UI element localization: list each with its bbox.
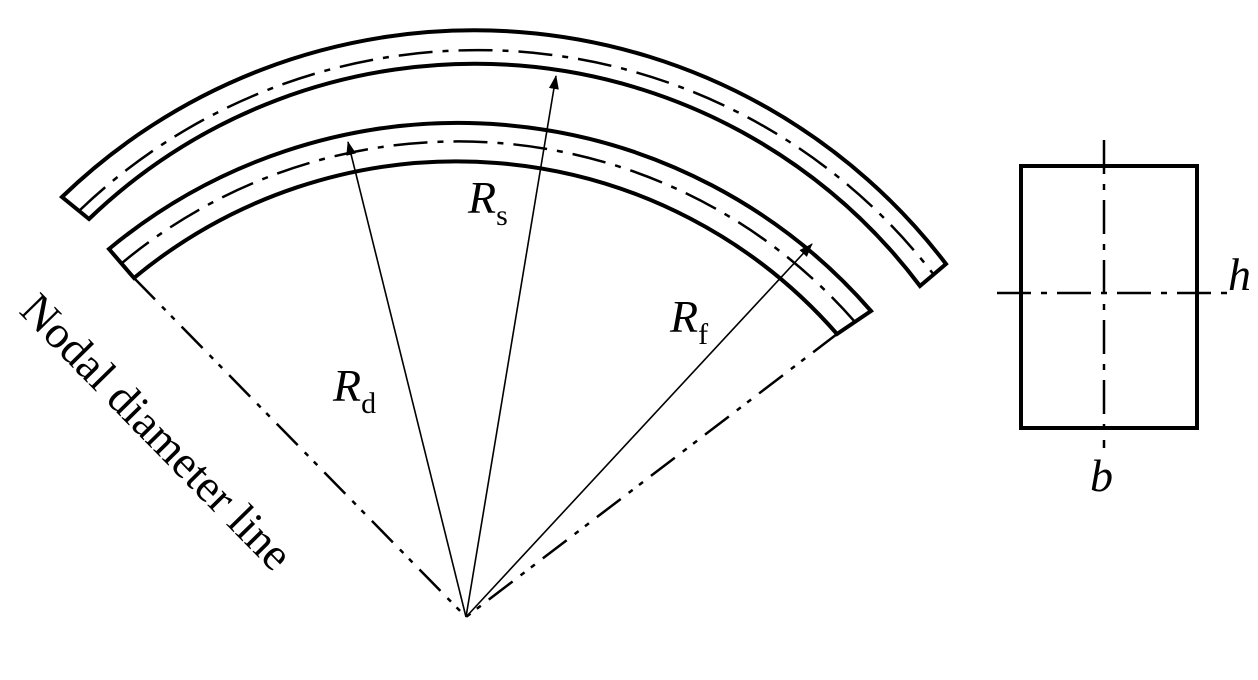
label-rd: Rd [332,360,376,420]
outer-ring-centerline [79,48,935,276]
radius-arrow-rd [346,141,467,618]
radius-arrow-rf [465,243,813,618]
label-nodal-diameter-line: Nodal diameter line [11,283,303,580]
cross-section-rect [1019,164,1199,430]
label-rf: Rf [669,291,708,351]
label-height: h [1228,249,1251,300]
radius-arrow-rs [465,75,559,618]
outer-ring-outline [58,28,949,289]
label-width: b [1090,450,1113,501]
nodal-diameter-line-right [465,333,838,618]
nodal-diameter-line-left [133,277,467,618]
inner-ring-outline [106,121,874,337]
inner-ring-centerline [121,140,856,323]
label-rs: Rs [467,172,508,232]
